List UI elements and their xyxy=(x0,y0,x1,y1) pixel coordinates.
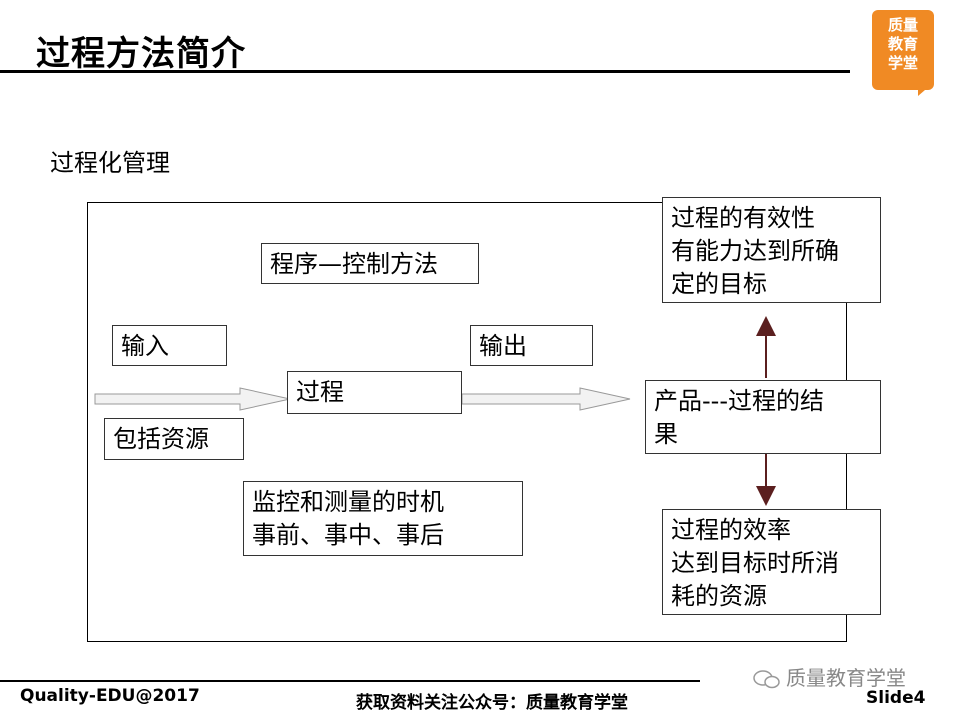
logo-text-3: 学堂 xyxy=(887,54,918,72)
input-arrow xyxy=(94,387,291,411)
logo-tail xyxy=(918,84,932,96)
page-title: 过程方法简介 xyxy=(36,34,246,74)
monitoring-line2: 事前、事中、事后 xyxy=(252,521,444,549)
footer-copyright: Quality-EDU@2017 xyxy=(20,686,200,706)
efficiency-line3: 耗的资源 xyxy=(671,582,767,610)
resources-label: 包括资源 xyxy=(113,425,209,453)
input-label: 输入 xyxy=(121,332,169,360)
efficiency-box: 过程的效率 达到目标时所消 耗的资源 xyxy=(662,509,881,615)
product-line2: 果 xyxy=(654,420,678,448)
procedure-box: 程序—控制方法 xyxy=(261,243,479,284)
efficiency-line1: 过程的效率 xyxy=(671,516,791,544)
output-label: 输出 xyxy=(479,332,527,360)
monitoring-line1: 监控和测量的时机 xyxy=(252,488,444,516)
watermark-text: 质量教育学堂 xyxy=(786,666,906,690)
effectiveness-line1: 过程的有效性 xyxy=(671,204,815,232)
product-box: 产品---过程的结 果 xyxy=(645,380,881,454)
efficiency-line2: 达到目标时所消 xyxy=(671,549,839,577)
effectiveness-box: 过程的有效性 有能力达到所确 定的目标 xyxy=(662,197,881,303)
process-label: 过程 xyxy=(296,378,344,406)
wechat-icon xyxy=(753,670,780,689)
effectiveness-line2: 有能力达到所确 xyxy=(671,237,839,265)
slide-number: Slide4 xyxy=(866,688,926,708)
brand-logo: 质量 教育 学堂 xyxy=(872,10,934,90)
footer-notice: 获取资料关注公众号：质量教育学堂 xyxy=(356,693,628,713)
logo-text-2: 教育 xyxy=(887,35,918,53)
monitoring-box: 监控和测量的时机 事前、事中、事后 xyxy=(243,481,523,556)
footer-divider xyxy=(0,680,700,682)
procedure-label: 程序—控制方法 xyxy=(270,250,438,278)
effectiveness-line3: 定的目标 xyxy=(671,270,767,298)
resources-box: 包括资源 xyxy=(104,418,244,460)
logo-text-1: 质量 xyxy=(887,16,918,34)
process-box: 过程 xyxy=(287,371,462,414)
input-box: 输入 xyxy=(112,325,227,366)
output-arrow xyxy=(461,387,631,411)
title-divider xyxy=(0,70,850,73)
product-line1: 产品---过程的结 xyxy=(654,387,824,415)
output-box: 输出 xyxy=(470,325,593,366)
section-subtitle: 过程化管理 xyxy=(50,149,170,177)
